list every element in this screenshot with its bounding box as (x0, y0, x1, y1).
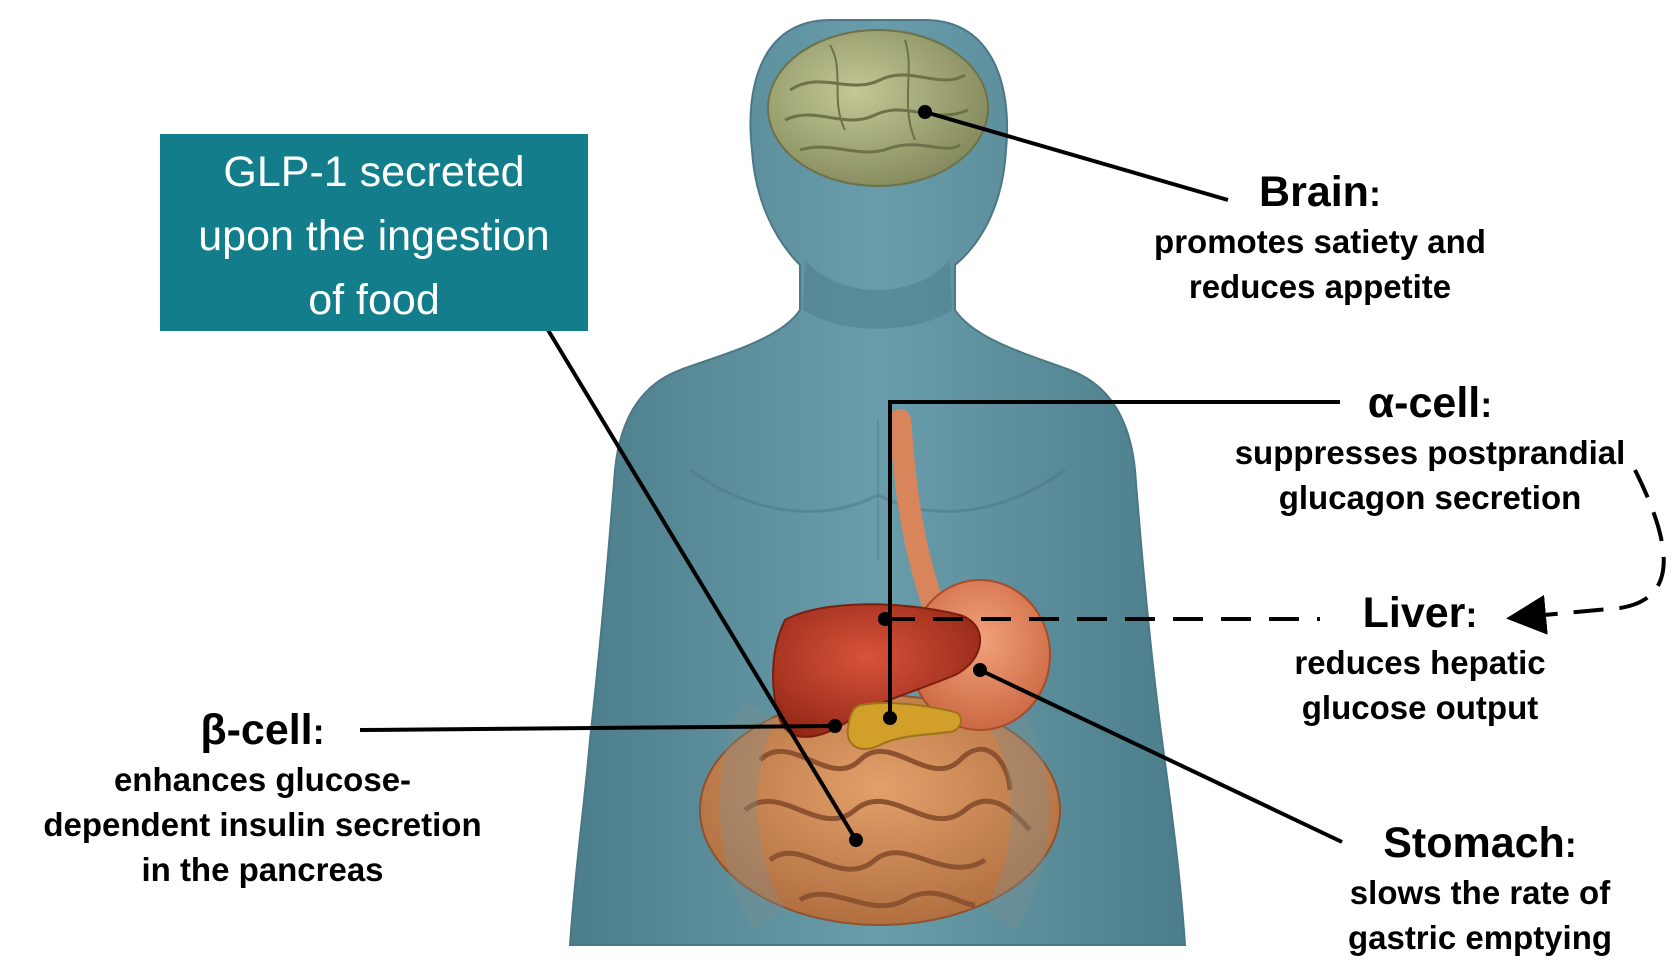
glp1-leader-dot (851, 835, 861, 845)
stomach-desc-2: gastric emptying (1300, 915, 1660, 960)
brain-colon: : (1369, 173, 1381, 214)
liver-label: Liver: reduces hepatic glucose output (1250, 588, 1590, 730)
stomach-leader-dot (975, 665, 985, 675)
beta-cell-colon: : (313, 711, 325, 752)
liver-title: Liver (1363, 589, 1466, 637)
brain-label: Brain: promotes satiety and reduces appe… (1120, 167, 1520, 309)
liver-desc-1: reduces hepatic (1250, 640, 1590, 685)
beta-cell-desc-1: enhances glucose- (0, 757, 525, 802)
glp1-line-3: of food (160, 268, 588, 332)
alpha-cell-colon: : (1480, 384, 1492, 425)
beta-cell-title: β-cell (200, 706, 312, 754)
glp1-secretion-box: GLP-1 secreted upon the ingestion of foo… (160, 134, 588, 331)
liver-leader-dot (880, 614, 890, 624)
brain-title: Brain (1259, 168, 1369, 216)
alpha-cell-title: α-cell (1368, 379, 1480, 427)
brain-desc-2: reduces appetite (1120, 264, 1520, 309)
alpha-cell-desc-2: glucagon secretion (1190, 475, 1670, 520)
liver-desc-2: glucose output (1250, 685, 1590, 730)
brain-organ (768, 30, 988, 186)
stomach-title: Stomach (1383, 819, 1565, 867)
stomach-label: Stomach: slows the rate of gastric empty… (1300, 818, 1660, 960)
brain-desc-1: promotes satiety and (1120, 219, 1520, 264)
beta-cell-desc-3: in the pancreas (0, 847, 525, 892)
beta-cell-desc-2: dependent insulin secretion (0, 802, 525, 847)
brain-leader-dot (920, 107, 930, 117)
alpha-cell-leader-dot (885, 713, 895, 723)
glp1-line-2: upon the ingestion (160, 204, 588, 268)
alpha-cell-label: α-cell: suppresses postprandial glucagon… (1190, 378, 1670, 520)
liver-colon: : (1465, 594, 1477, 635)
beta-cell-label: β-cell: enhances glucose- dependent insu… (0, 705, 525, 892)
alpha-cell-desc-1: suppresses postprandial (1190, 430, 1670, 475)
beta-cell-leader-dot (830, 721, 840, 731)
stomach-desc-1: slows the rate of (1300, 870, 1660, 915)
stomach-colon: : (1565, 824, 1577, 865)
glp1-line-1: GLP-1 secreted (160, 140, 588, 204)
